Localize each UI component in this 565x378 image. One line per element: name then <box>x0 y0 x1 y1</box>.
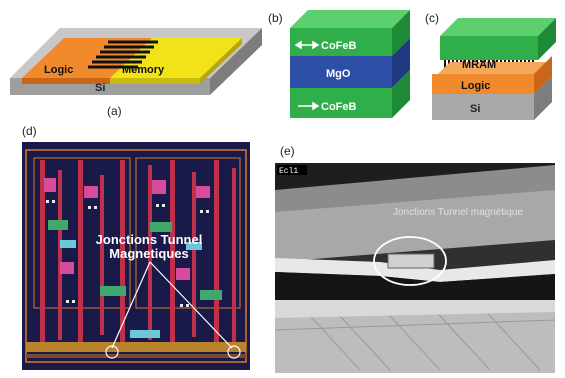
annotation-pointers <box>105 261 241 359</box>
circuit-layout <box>25 149 247 363</box>
mram-label: MRAM <box>462 59 496 71</box>
mgo-label: MgO <box>326 68 351 80</box>
panel-b: (b) CoFeB MgO CoFeB <box>268 10 410 118</box>
panel-d-label: (d) <box>22 124 37 138</box>
right-arrow-icon <box>298 101 320 111</box>
cofeb-bottom-label: CoFeB <box>321 101 357 113</box>
mgo-layer <box>290 56 392 88</box>
cofeb-bottom-layer <box>290 88 392 118</box>
mram-layer <box>440 36 538 60</box>
mtj-circle <box>373 236 447 286</box>
mtj-device <box>387 253 435 269</box>
si-label: Si <box>95 82 105 94</box>
logic-label: Logic <box>44 64 73 76</box>
panel-a: Logic Memory Si (a) <box>10 28 262 118</box>
memory-block-front <box>110 78 200 84</box>
panel-e: (e) Jonctions Tunnel magnétique Ecl1 <box>274 144 556 373</box>
annotation-line-2: Magnetiques <box>109 246 188 261</box>
si-c-label: Si <box>470 103 480 115</box>
panel-e-label: (e) <box>280 144 295 158</box>
logic-layer <box>432 74 534 94</box>
si-layer <box>432 94 534 120</box>
double-arrow-icon <box>294 40 320 50</box>
panel-b-label: (b) <box>268 11 283 25</box>
sem-annotation: Jonctions Tunnel magnétique <box>393 207 524 218</box>
mtj-circle-right <box>227 345 241 359</box>
memory-block-side <box>200 38 242 84</box>
logic-c-label: Logic <box>461 80 490 92</box>
cofeb-top-label: CoFeB <box>321 40 357 52</box>
mtj-circle-left <box>105 345 119 359</box>
panel-c-label: (c) <box>425 11 439 25</box>
memory-label: Memory <box>122 64 165 76</box>
panel-a-label: (a) <box>107 104 122 118</box>
logic-block-front <box>22 78 110 84</box>
cofeb-top-layer <box>290 28 392 56</box>
interconnect-lines <box>88 40 158 69</box>
panel-d: (d) <box>22 124 250 370</box>
sem-tag: Ecl1 <box>279 167 298 176</box>
annotation-line-1: Jonctions Tunnel <box>96 232 203 247</box>
si-substrate-side <box>210 28 262 95</box>
panel-c: (c) MRAM Logic Si <box>425 11 556 120</box>
cofeb-top-face <box>290 10 410 28</box>
